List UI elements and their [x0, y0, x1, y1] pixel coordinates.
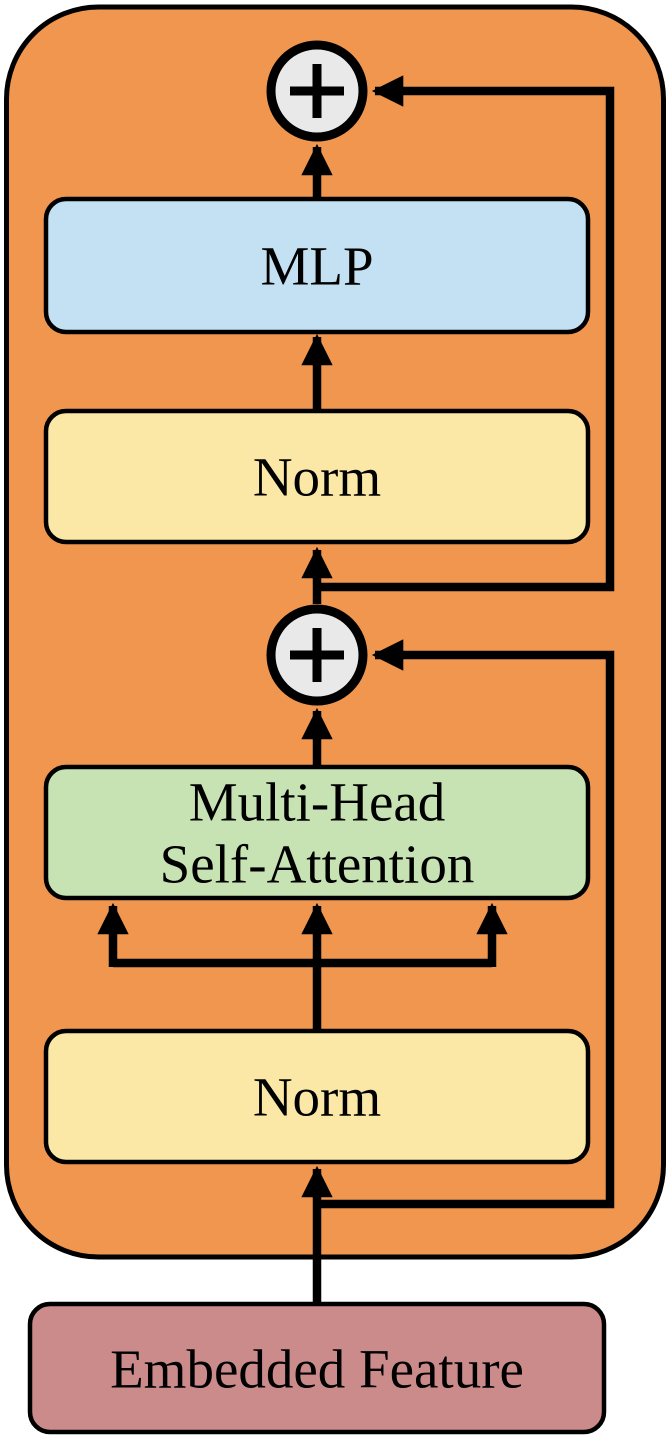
embedded-feature-label: Embedded Feature — [110, 1339, 524, 1400]
mlp-node: MLP — [43, 196, 591, 335]
norm-upper-box — [43, 408, 591, 545]
norm-upper-node: Norm — [43, 408, 591, 545]
mhsa-label-line2: Self-Attention — [160, 834, 475, 895]
add-junction-top — [266, 40, 368, 142]
plus-icon — [290, 628, 344, 682]
norm-lower-label: Norm — [253, 1067, 381, 1128]
mhsa-box — [43, 764, 591, 901]
mhsa-node: Multi-Head Self-Attention — [43, 764, 591, 901]
plus-icon — [290, 64, 344, 118]
add-junction-lower — [266, 604, 368, 706]
skip-connection-mlp — [313, 75, 615, 592]
mlp-box — [43, 196, 591, 335]
norm-lower-box — [43, 1028, 591, 1165]
skip-connection-attention — [313, 639, 615, 1209]
mhsa-label-line1: Multi-Head — [189, 772, 446, 833]
norm-upper-label: Norm — [253, 447, 381, 508]
embedded-feature-node: Embedded Feature — [27, 1301, 607, 1435]
norm-lower-node: Norm — [43, 1028, 591, 1165]
mlp-label: MLP — [260, 236, 373, 297]
embedded-feature-box — [27, 1301, 607, 1435]
